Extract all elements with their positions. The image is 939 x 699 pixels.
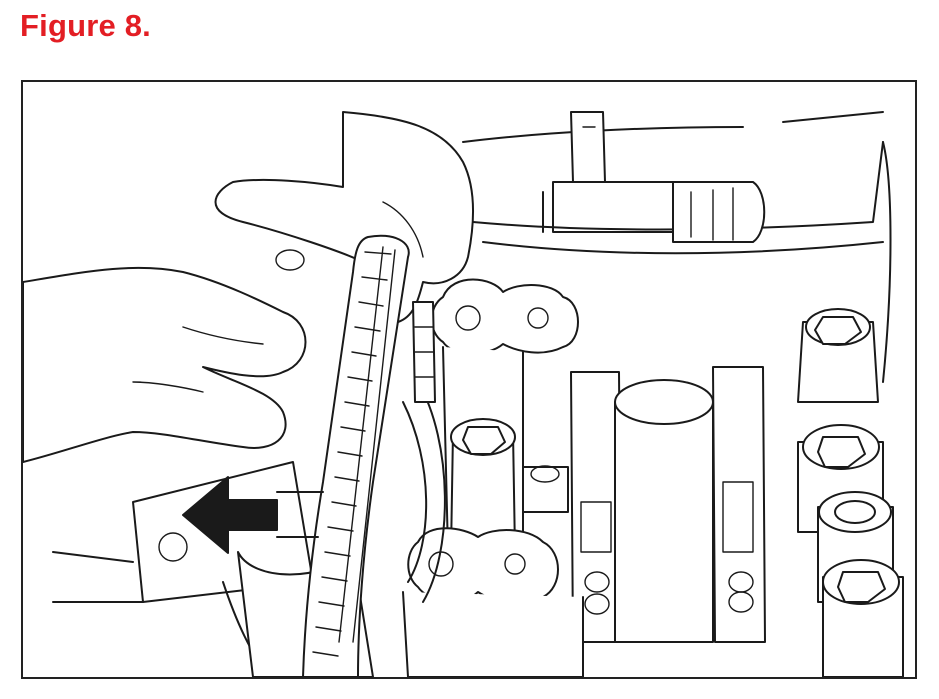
small-boss-center: [522, 465, 569, 513]
arrow-left-icon: [182, 476, 324, 554]
cam-sprocket: [402, 381, 446, 603]
camshaft-caps: [570, 366, 766, 643]
timing-chain-illustration: [23, 111, 904, 677]
hand-left: [23, 266, 307, 463]
central-cylinder: [614, 379, 714, 643]
engine-housing: [462, 111, 892, 383]
bolt-bottom-right: [822, 559, 904, 677]
timing-chain: [302, 234, 436, 677]
bolt-center: [450, 418, 516, 553]
figure-title: Figure 8.: [20, 8, 151, 43]
figure-eight-cap-lower: [402, 527, 584, 677]
illustration-frame: [21, 80, 917, 679]
hand-right: [214, 111, 474, 323]
bolt-upper-right: [797, 308, 879, 403]
